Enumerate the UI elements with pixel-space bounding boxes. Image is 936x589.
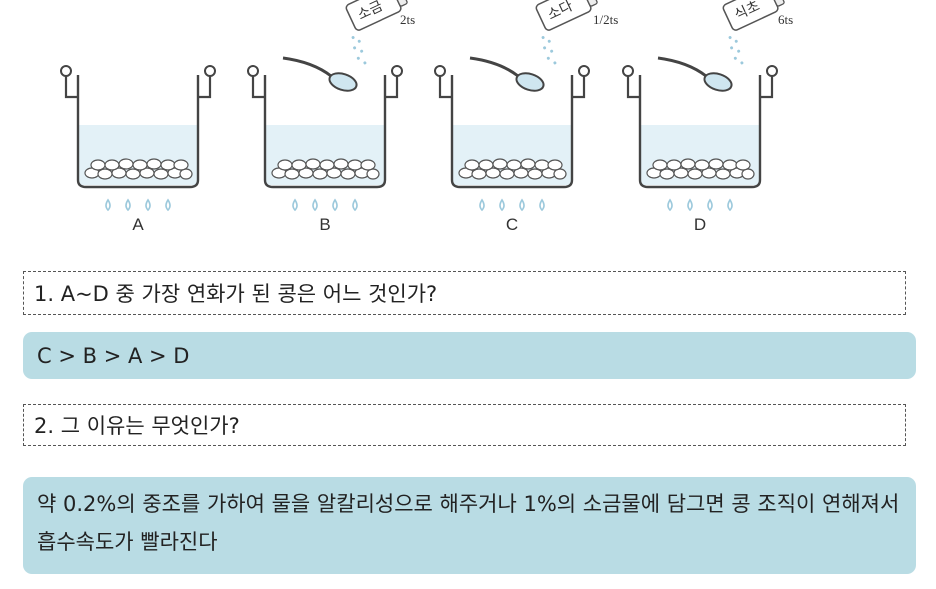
pot-b: 소금 2ts B (246, 0, 425, 234)
amount-label-d: 6ts (778, 12, 793, 27)
pot-label-d: D (694, 215, 706, 234)
pot-a: A (59, 64, 217, 234)
answer-2-box: 약 0.2%의 중조를 가하여 물을 알칼리성으로 해주거나 1%의 소금물에 … (23, 477, 916, 574)
amount-label-b: 2ts (400, 12, 415, 27)
pot-label-b: B (319, 215, 330, 234)
pot-label-c: C (506, 215, 518, 234)
answer-1-box: C > B > A > D (23, 332, 916, 379)
pot-d: 식초 6ts D (621, 0, 802, 234)
salt-shaker-icon: 소금 (333, 0, 425, 68)
vinegar-shaker-icon: 식초 (710, 0, 802, 68)
pot-c: 소다 1/2ts C (433, 0, 618, 234)
question-2-box: 2. 그 이유는 무엇인가? (23, 404, 906, 446)
soda-shaker-icon: 소다 (523, 0, 615, 68)
experiment-illustration: A 소금 2ts B 소다 1/2ts C 식초 6ts D (59, 0, 802, 234)
question-1-text: 1. A~D 중 가장 연화가 된 콩은 어느 것인가? (34, 282, 438, 306)
amount-label-c: 1/2ts (593, 12, 618, 27)
question-1-box: 1. A~D 중 가장 연화가 된 콩은 어느 것인가? (23, 271, 906, 315)
pot-label-a: A (132, 215, 144, 234)
answer-1-text: C > B > A > D (37, 343, 190, 368)
question-2-text: 2. 그 이유는 무엇인가? (34, 414, 240, 438)
answer-2-text: 약 0.2%의 중조를 가하여 물을 알칼리성으로 해주거나 1%의 소금물에 … (37, 492, 900, 554)
